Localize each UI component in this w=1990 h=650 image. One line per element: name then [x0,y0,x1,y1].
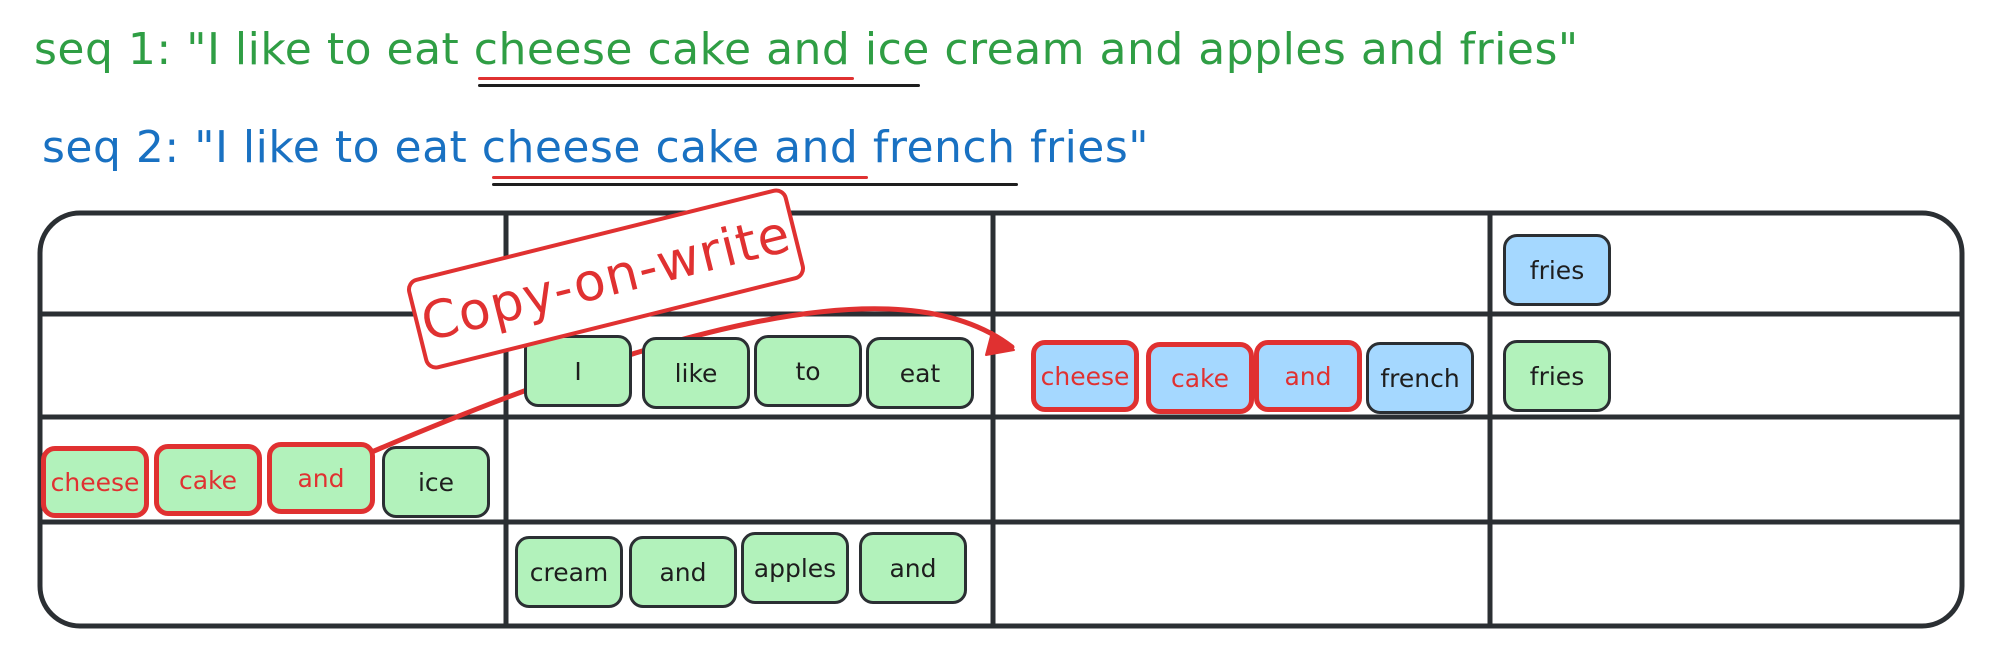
token-block: cheese [41,446,149,518]
token-block: and [267,442,375,514]
seq2-shared-underline [492,176,868,179]
token-block: fries [1503,340,1611,412]
token-block: and [1254,340,1362,412]
token-block: cake [1146,342,1254,414]
token-block: to [754,335,862,407]
token-block: cheese [1031,340,1139,412]
copy-on-write-arrow [327,306,1015,473]
copy-on-write-arrowhead [985,331,1015,356]
seq1-prefix-underline [478,84,920,87]
token-block: I [524,335,632,407]
token-block: cream [515,536,623,608]
sequence-1-text: seq 1: "I like to eat cheese cake and ic… [34,24,1579,75]
token-block: and [859,532,967,604]
token-block: cake [154,444,262,516]
token-block: like [642,337,750,409]
token-block: fries [1503,234,1611,306]
seq2-prefix-underline [492,183,1018,186]
sequence-2-text: seq 2: "I like to eat cheese cake and fr… [42,122,1150,173]
token-block: and [629,536,737,608]
token-block: apples [741,532,849,604]
seq1-shared-underline [478,77,854,80]
token-block: french [1366,342,1474,414]
token-block: eat [866,337,974,409]
token-block: ice [382,446,490,518]
